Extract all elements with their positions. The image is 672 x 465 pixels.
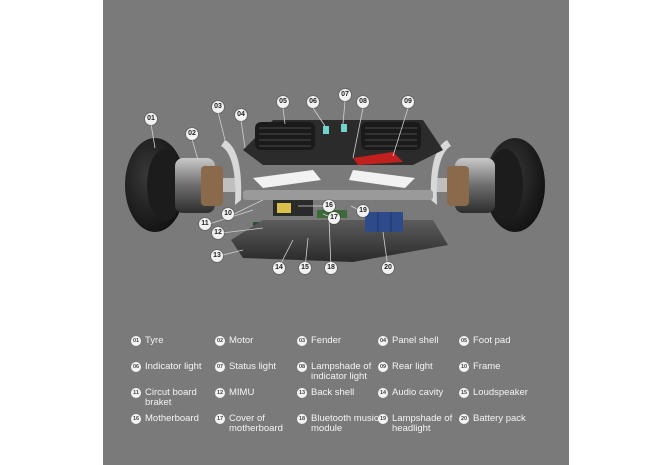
legend-number: 18 [297,414,307,424]
callout-14: 14 [273,262,285,274]
legend-label: Indicator light [145,361,202,372]
legend-number: 02 [215,336,225,346]
legend-item: 09 Rear light [378,362,462,372]
legend-label: Circut board braket [145,387,197,408]
legend-label: Tyre [145,335,164,346]
callout-12: 12 [212,227,224,239]
legend-number: 14 [378,388,388,398]
callout-04: 04 [235,109,247,121]
legend-label: Rear light [392,361,433,372]
legend-item: 20 Battery pack [459,414,543,424]
legend-label: Panel shell [392,335,439,346]
left-tyre [125,138,185,232]
callout-08: 08 [357,96,369,108]
legend-number: 11 [131,388,141,398]
legend-number: 15 [459,388,469,398]
legend-item: 01 Tyre [131,336,215,346]
legend-item: 04 Panel shell [378,336,462,346]
callout-11: 11 [199,218,211,230]
legend-number: 20 [459,414,469,424]
callout-13: 13 [211,250,223,262]
callout-03: 03 [212,101,224,113]
right-tyre [485,138,545,232]
legend-item: 10 Frame [459,362,543,372]
legend-item: 15 Loudspeaker [459,388,543,398]
legend-label: MIMU [229,387,255,398]
hoverboard-exploded-illustration [125,100,545,269]
legend-item: 13 Back shell [297,388,381,398]
top-panel-shell [243,120,443,165]
left-fender [221,140,242,205]
legend-label: Lampshade of headlight [392,413,453,434]
callout-19: 19 [357,205,369,217]
legend-number: 10 [459,362,469,372]
legend-number: 16 [131,414,141,424]
callout-15: 15 [299,262,311,274]
legend-item: 07 Status light [215,362,299,372]
battery-pack [365,212,403,232]
legend-item: 19 Lampshade of headlight [378,414,462,434]
right-motor [435,158,495,213]
legend-number: 08 [297,362,307,372]
legend-item: 05 Foot pad [459,336,543,346]
legend-label: Fender [311,335,342,346]
legend-label: Battery pack [473,413,526,424]
callout-18: 18 [325,262,337,274]
legend-item: 08 Lampshade of indicator light [297,362,381,382]
legend-number: 04 [378,336,388,346]
legend-item: 06 Indicator light [131,362,215,372]
callout-10: 10 [222,208,234,220]
legend-item: 16 Motherboard [131,414,215,424]
back-shell [231,220,448,262]
callout-09: 09 [402,96,414,108]
right-light-bar [349,170,415,188]
legend-label: Cover of motherboard [229,413,283,434]
diagram-panel: 01 02 03 04 05 06 07 08 09 10 11 12 13 1… [103,0,569,465]
callout-16: 16 [323,200,335,212]
legend-label: Audio cavity [392,387,444,398]
legend-label: Lampshade of indicator light [311,361,372,382]
legend-number: 13 [297,388,307,398]
legend-item: 17 Cover of motherboard [215,414,299,434]
callout-01: 01 [145,113,157,125]
legend-item: 18 Bluetooth music module [297,414,381,434]
callout-02: 02 [186,128,198,140]
legend-number: 17 [215,414,225,424]
callout-20: 20 [382,262,394,274]
callout-05: 05 [277,96,289,108]
frame [243,190,433,200]
callout-07: 07 [339,89,351,101]
legend-label: Loudspeaker [473,387,528,398]
legend-item: 14 Audio cavity [378,388,462,398]
legend-number: 01 [131,336,141,346]
left-motor [175,158,235,213]
left-light-bar [253,170,321,188]
legend-number: 12 [215,388,225,398]
legend-number: 03 [297,336,307,346]
legend-item: 02 Motor [215,336,299,346]
legend-label: Back shell [311,387,355,398]
legend-label: Frame [473,361,501,372]
legend-label: Motor [229,335,254,346]
callout-17: 17 [328,212,340,224]
legend-label: Status light [229,361,276,372]
legend-label: Foot pad [473,335,511,346]
right-fender [430,140,451,205]
legend-number: 06 [131,362,141,372]
callout-06: 06 [307,96,319,108]
legend-number: 19 [378,414,388,424]
legend-label: Bluetooth music module [311,413,379,434]
legend-number: 09 [378,362,388,372]
legend-number: 05 [459,336,469,346]
legend-item: 03 Fender [297,336,381,346]
legend-label: Motherboard [145,413,199,424]
legend-item: 11 Circut board braket [131,388,215,408]
legend-item: 12 MIMU [215,388,299,398]
legend-number: 07 [215,362,225,372]
